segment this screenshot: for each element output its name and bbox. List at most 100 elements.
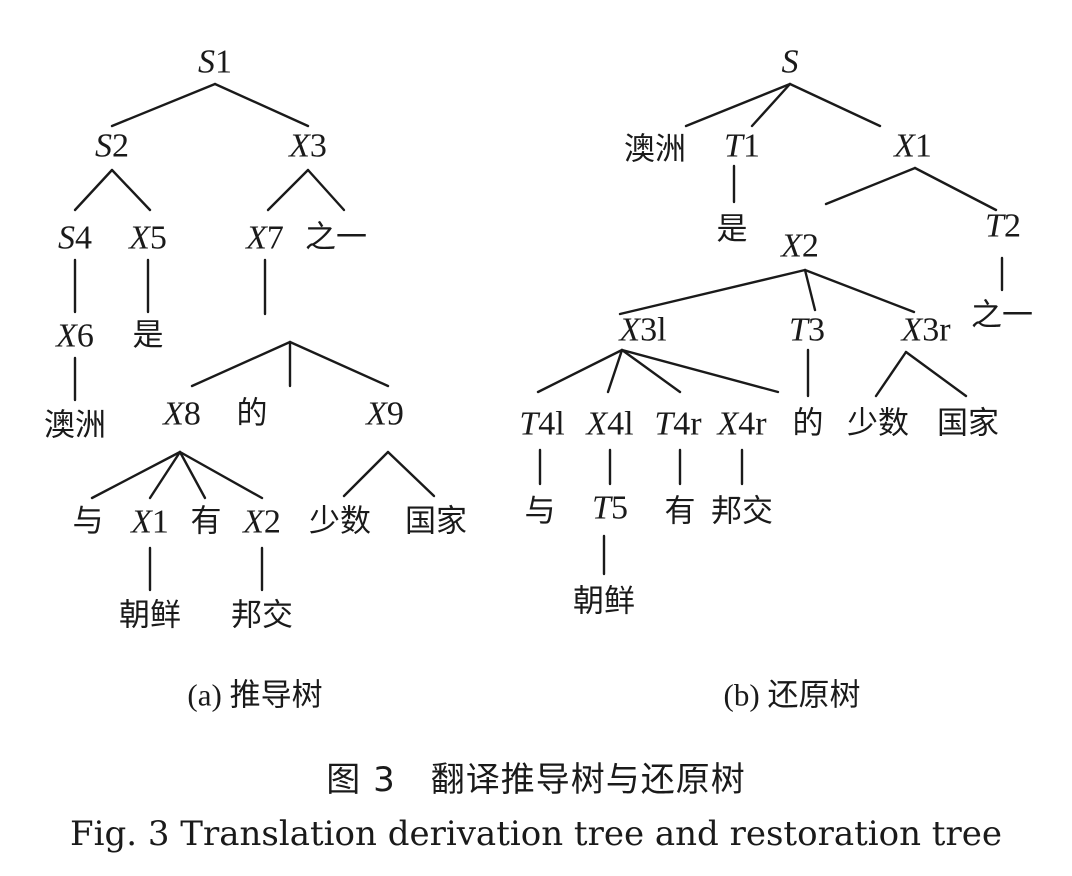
node-symbol: X [56,317,77,355]
tree-a-node-x8: X8 [163,397,201,432]
node-symbol: X [163,395,184,433]
node-index: 5 [610,489,628,527]
figure-caption-english: Fig. 3 Translation derivation tree and r… [70,814,1002,854]
tree-b-node-x4l: X4l [586,407,633,442]
tree-a-edge-17 [342,450,390,498]
tree-a-node-guojia: 国家 [405,503,467,540]
figure-caption-chinese: 图 3 翻译推导树与还原树 [326,760,746,800]
tree-a-node-shaoshu: 少数 [309,503,371,540]
tree-b-node-bangjiao: 邦交 [711,493,773,530]
node-index: 4r [673,405,702,443]
tree-a-edge-3 [110,168,152,212]
tree-a-node-x5: X5 [129,221,167,256]
tree-b-node-t4r: T4r [654,407,701,442]
tree-b-edge-5 [913,166,998,212]
tree-b-node-x3l: X3l [619,313,666,348]
tree-b-edge-11 [606,348,624,394]
node-index: 5 [149,219,167,257]
node-symbol: X [366,395,387,433]
node-index: 3 [807,311,825,349]
node-index: 3 [309,127,327,165]
tree-b-edge-2 [788,82,882,128]
tree-a-node-x9: X9 [366,397,404,432]
node-symbol: X [717,405,739,443]
node-index: 2 [263,503,281,541]
node-symbol: X [243,503,264,541]
node-symbol: T [724,127,743,165]
tree-a-edge-16 [178,450,264,500]
node-index: 1 [742,127,760,165]
tree-b-node-x3r: X3r [901,313,950,348]
node-index: 1 [151,503,169,541]
tree-a-edge-15 [178,450,207,500]
node-symbol: X [586,405,608,443]
tree-a-edge-4 [266,168,310,212]
tree-b-node-shaoshu: 少数 [847,405,909,442]
tree-a-node-s4: S4 [58,221,92,256]
node-symbol: X [619,311,641,349]
tree-b-edge-8 [803,268,817,312]
tree-b-edge-4 [824,166,917,206]
node-symbol: S [781,43,799,81]
node-index: 8 [183,395,201,433]
tree-a-node-s1: S1 [198,45,232,80]
tree-a-node-shi: 是 [132,317,164,354]
tree-a-node-x2: X2 [243,505,281,540]
tree-b-node-shi: 是 [716,211,748,248]
tree-b-node-t1: T1 [724,129,760,164]
subcaption-b: (b) 还原树 [723,677,861,713]
node-index: 3r [922,311,951,349]
tree-b-node-aozhou: 澳洲 [624,131,686,168]
tree-b-edge-13 [620,348,780,394]
tree-b-edge-10 [536,348,624,394]
node-symbol: T [985,207,1004,245]
tree-a-node-chaoxian: 朝鲜 [119,597,181,634]
node-index: 6 [76,317,94,355]
tree-a-edge-12 [288,340,390,388]
node-symbol: X [901,311,923,349]
node-symbol: S [95,127,112,165]
tree-b-node-t4l: T4l [519,407,564,442]
tree-b-node-de: 的 [792,405,824,442]
tree-a-edge-2 [73,168,114,212]
tree-b-node-x4r: X4r [717,407,766,442]
tree-a-edge-14 [148,450,182,500]
node-symbol: X [894,127,915,165]
tree-b-edge-15 [874,350,908,398]
node-index: 4l [607,405,634,443]
tree-a-edge-10 [190,340,292,388]
tree-a-node-de: 的 [236,395,268,432]
tree-a-edge-0 [110,82,217,128]
node-symbol: T [789,311,808,349]
tree-a-edge-1 [213,82,310,128]
tree-a-node-x7: X7 [246,221,284,256]
tree-a-node-you: 有 [190,503,222,540]
node-symbol: X [289,127,310,165]
tree-b-node-chaoxian: 朝鲜 [573,583,635,620]
node-symbol: T [592,489,611,527]
tree-b-edge-9 [803,268,916,314]
tree-b-node-x2: X2 [781,229,819,264]
node-symbol: S [58,219,75,257]
tree-b-edge-12 [620,348,682,394]
tree-a-node-bangjiao: 邦交 [231,597,293,634]
tree-b-node-t5: T5 [592,491,628,526]
node-symbol: X [129,219,150,257]
node-index: 1 [215,43,232,81]
tree-a-node-yu: 与 [72,503,104,540]
tree-b-node-you: 有 [664,493,696,530]
node-index: 7 [266,219,284,257]
tree-b-node-zhiyi: 之一 [971,297,1033,334]
tree-b-node-x1: X1 [894,129,932,164]
node-index: 9 [386,395,404,433]
tree-b-node-yu: 与 [524,493,556,530]
node-index: 2 [112,127,129,165]
node-symbol: X [781,227,802,265]
tree-b-edge-0 [684,82,792,128]
tree-a-node-x3: X3 [289,129,327,164]
subcaption-a: (a) 推导树 [187,677,323,713]
node-symbol: X [131,503,152,541]
tree-a-edge-5 [306,168,346,212]
tree-b-node-t3: T3 [789,313,825,348]
